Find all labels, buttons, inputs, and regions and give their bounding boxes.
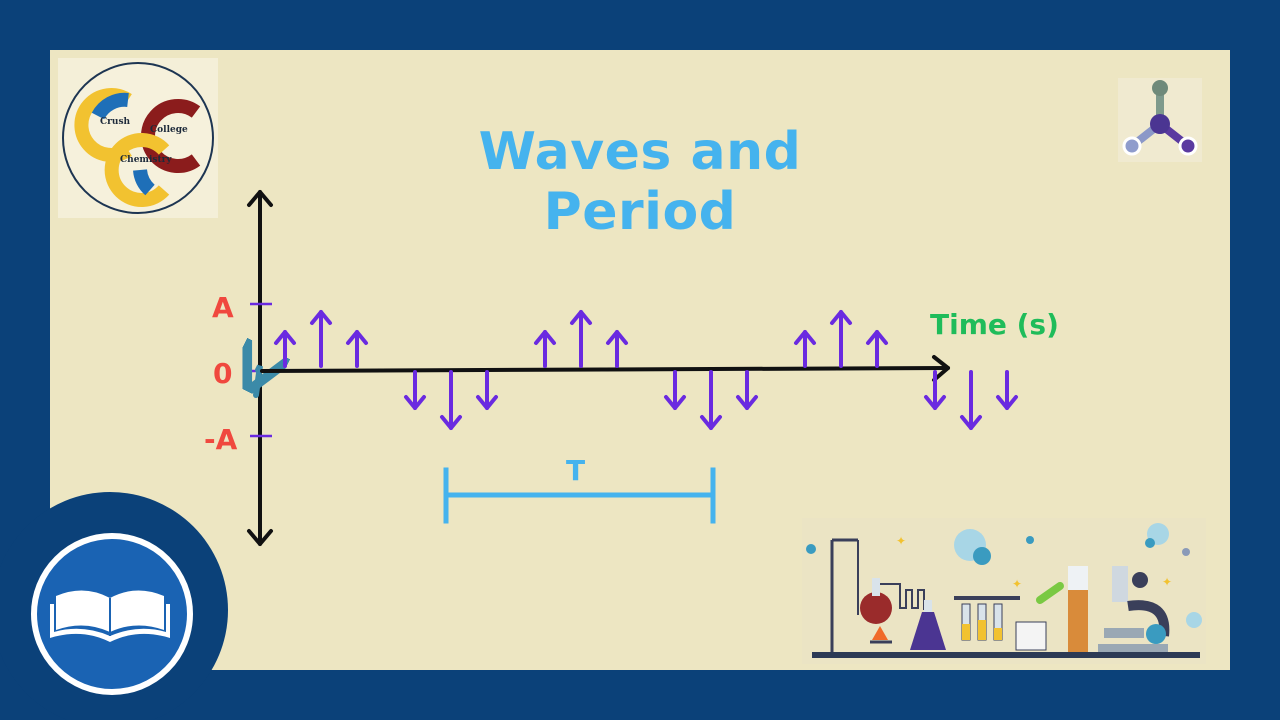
down-arrow-head (996, 395, 1018, 410)
up-arrow-head (346, 330, 368, 345)
down-arrow-head (664, 395, 686, 410)
laboratory-equipment-illustration: ✦ ✦ ✦ (802, 518, 1206, 664)
up-arrow-head (606, 330, 628, 345)
negative-amplitude-label: -A (204, 423, 238, 456)
molecule-icon (1118, 78, 1202, 162)
zero-label: 0 (213, 357, 233, 390)
down-arrow-head (440, 415, 462, 430)
down-arrow-head (924, 395, 946, 410)
up-arrow-head (570, 310, 592, 325)
up-arrow-head (274, 330, 296, 345)
up-arrow-head (794, 330, 816, 345)
down-arrow-head (476, 395, 498, 410)
logo-word-bottom: Chemistry (120, 155, 172, 165)
down-arrow-head (700, 415, 722, 430)
slide-title: Waves and Period (478, 122, 802, 242)
period-label: T (566, 454, 586, 487)
sine-wave (256, 366, 260, 398)
down-arrow-head (736, 395, 758, 410)
up-arrow-head (830, 310, 852, 325)
period-bar (443, 467, 716, 524)
amplitude-label: A (212, 291, 234, 324)
up-arrow-head (310, 310, 332, 325)
up-arrow-head (534, 330, 556, 345)
svg-text:✦: ✦ (1012, 577, 1022, 591)
crush-college-chemistry-logo: Crush College Chemistry (58, 58, 218, 218)
logo-word-right: College (150, 125, 188, 135)
book-badge (0, 492, 228, 720)
time-axis (260, 355, 950, 382)
up-arrow-head (866, 330, 888, 345)
svg-text:✦: ✦ (896, 534, 906, 548)
logo-word-top: Crush (100, 117, 131, 127)
down-arrow-head (404, 395, 426, 410)
svg-text:✦: ✦ (1162, 575, 1172, 589)
open-book-icon (50, 590, 170, 642)
displacement-arrows (274, 310, 1018, 430)
time-axis-label: Time (s) (930, 308, 1059, 341)
down-arrow-head (960, 415, 982, 430)
